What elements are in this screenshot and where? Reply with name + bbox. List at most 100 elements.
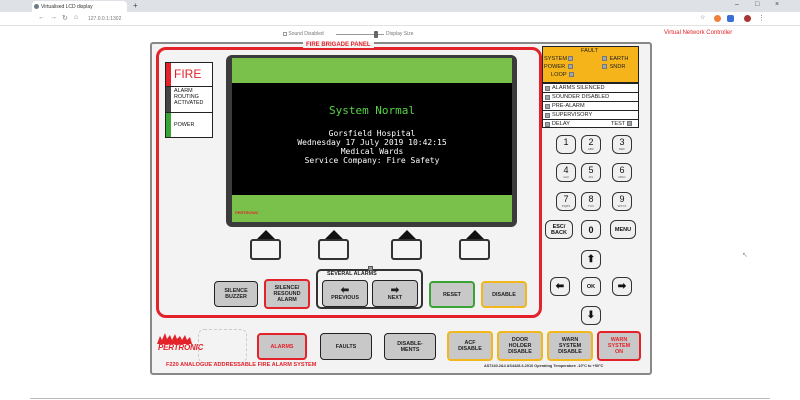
acf-disable-button[interactable]: ACF DISABLE <box>447 331 493 361</box>
system-status-text: System Normal <box>328 104 416 117</box>
forward-icon[interactable]: → <box>50 14 57 21</box>
status-led <box>545 86 550 91</box>
softkey-1-arrow-icon <box>257 230 275 239</box>
tab-favicon-icon <box>34 4 39 9</box>
esc-back-button[interactable]: ESC/ BACK <box>545 220 573 239</box>
key-digit: 8 <box>588 194 594 204</box>
profile-avatar[interactable] <box>744 15 751 22</box>
lcd-bottom-bar <box>232 195 512 222</box>
key-letters: WXYZ <box>617 204 627 208</box>
several-alarms-led <box>368 266 373 271</box>
home-icon[interactable]: ⌂ <box>74 14 79 21</box>
key-letters: MNO <box>618 175 626 179</box>
fault-title: FAULT <box>581 48 598 54</box>
maximize-icon[interactable]: □ <box>755 1 760 8</box>
ok-button[interactable]: OK <box>581 277 601 296</box>
disable-button[interactable]: DISABLE <box>481 281 527 308</box>
browser-menu-icon[interactable]: ⋮ <box>758 15 765 22</box>
status-label: ALARMS SILENCED <box>552 85 605 91</box>
softkey-4-button[interactable] <box>459 239 490 260</box>
next-button[interactable]: ➡ NEXT <box>372 280 418 307</box>
status-led <box>545 104 550 109</box>
certification-text: AS7240.2&4 AS4428.3-2010 Operating Tempe… <box>484 364 604 368</box>
display-size-slider-handle[interactable] <box>374 31 378 38</box>
browser-tab[interactable]: Virtualised LCD display × <box>32 1 127 12</box>
display-size-slider-track[interactable] <box>336 34 384 35</box>
warn-system-disable-button[interactable]: WARN SYSTEM DISABLE <box>547 331 593 361</box>
status-test-led <box>626 121 632 127</box>
status-alarms-silenced: ALARMS SILENCED <box>543 84 638 93</box>
sound-toggle[interactable]: Sound Disabled <box>283 31 324 37</box>
key-1[interactable]: 1 <box>556 135 576 154</box>
left-arrow-button[interactable]: ⬅ <box>550 277 570 296</box>
softkey-2-button[interactable] <box>318 239 349 260</box>
key-digit: 9 <box>619 194 625 204</box>
back-icon[interactable]: ← <box>38 14 45 21</box>
status-indicator-list: ALARMS SILENCED SOUNDER DISABLED PRE-ALA… <box>542 83 639 128</box>
menu-button[interactable]: MENU <box>610 220 636 239</box>
minimize-icon[interactable]: – <box>735 1 739 8</box>
tab-title: Virtualised LCD display <box>41 4 93 10</box>
new-tab-button[interactable]: + <box>133 1 138 10</box>
softkey-3-button[interactable] <box>391 239 422 260</box>
status-led <box>545 122 550 127</box>
softkey-4-arrow-icon <box>466 230 484 239</box>
key-digit: 1 <box>563 137 569 147</box>
virtual-network-controller-link[interactable]: Virtual Network Controller <box>664 30 733 36</box>
door-holder-disable-button[interactable]: DOOR HOLDER DISABLE <box>497 331 543 361</box>
fault-power: POWER <box>544 64 574 70</box>
url-field[interactable]: 127.0.0.1:1302 <box>88 16 122 22</box>
warn-system-on-button[interactable]: WARN SYSTEM ON <box>597 331 641 361</box>
zone-text: Medical Wards <box>340 147 404 156</box>
lcd-screen: System Normal Gorsfield Hospital Wednesd… <box>232 58 512 222</box>
previous-label: PREVIOUS <box>331 294 359 301</box>
extension-2-icon[interactable] <box>727 15 734 22</box>
fault-sndr: SNDR <box>601 64 625 70</box>
fault-sndr-label: SNDR <box>609 64 626 70</box>
bookmark-star-icon[interactable]: ☆ <box>700 15 706 21</box>
fire-brigade-panel-frame <box>156 47 542 318</box>
disablements-button[interactable]: DISABLE- MENTS <box>384 333 436 360</box>
down-arrow-button[interactable]: ⬇ <box>581 306 601 325</box>
extension-icon[interactable] <box>714 15 721 22</box>
softkey-1-button[interactable] <box>250 239 281 260</box>
alarms-button[interactable]: ALARMS <box>257 333 307 360</box>
reset-button[interactable]: RESET <box>429 281 475 308</box>
previous-button[interactable]: ⬅ PREVIOUS <box>322 280 368 307</box>
brand-logo: PERTRONIC <box>158 343 204 352</box>
status-label: DELAY <box>552 121 570 127</box>
mouse-cursor-icon: ↖ <box>742 252 748 259</box>
status-label: SUPERVISORY <box>552 112 593 118</box>
window-close-icon[interactable]: × <box>775 1 780 8</box>
key-letters: ABC <box>587 147 595 151</box>
fire-indicator: FIRE <box>166 63 212 87</box>
key-0[interactable]: 0 <box>581 220 601 239</box>
fire-led <box>166 63 171 86</box>
fire-brigade-panel-title: FIRE BRIGADE PANEL <box>303 42 374 48</box>
lcd-top-bar <box>232 58 512 83</box>
display-size-label: Display Size <box>386 31 414 37</box>
reload-icon[interactable]: ↻ <box>62 15 68 22</box>
key-digit: 6 <box>619 165 625 175</box>
key-letters: TUV <box>588 204 594 208</box>
up-arrow-button[interactable]: ⬆ <box>581 250 601 269</box>
softkey-2-arrow-icon <box>325 230 343 239</box>
silence-resound-alarm-button[interactable]: SILENCE/ RESOUND ALARM <box>264 279 310 309</box>
faults-button[interactable]: FAULTS <box>320 333 372 360</box>
key-digit: 7 <box>563 194 569 204</box>
key-letters: JKL <box>588 175 594 179</box>
status-label: SOUNDER DISABLED <box>552 94 610 100</box>
fault-earth-led <box>602 56 607 62</box>
right-arrow-button[interactable]: ➡ <box>612 277 632 296</box>
fault-loop-label: LOOP <box>551 72 567 78</box>
silence-buzzer-button[interactable]: SILENCE BUZZER <box>214 281 258 307</box>
service-company-text: Service Company: Fire Safety <box>304 156 440 165</box>
